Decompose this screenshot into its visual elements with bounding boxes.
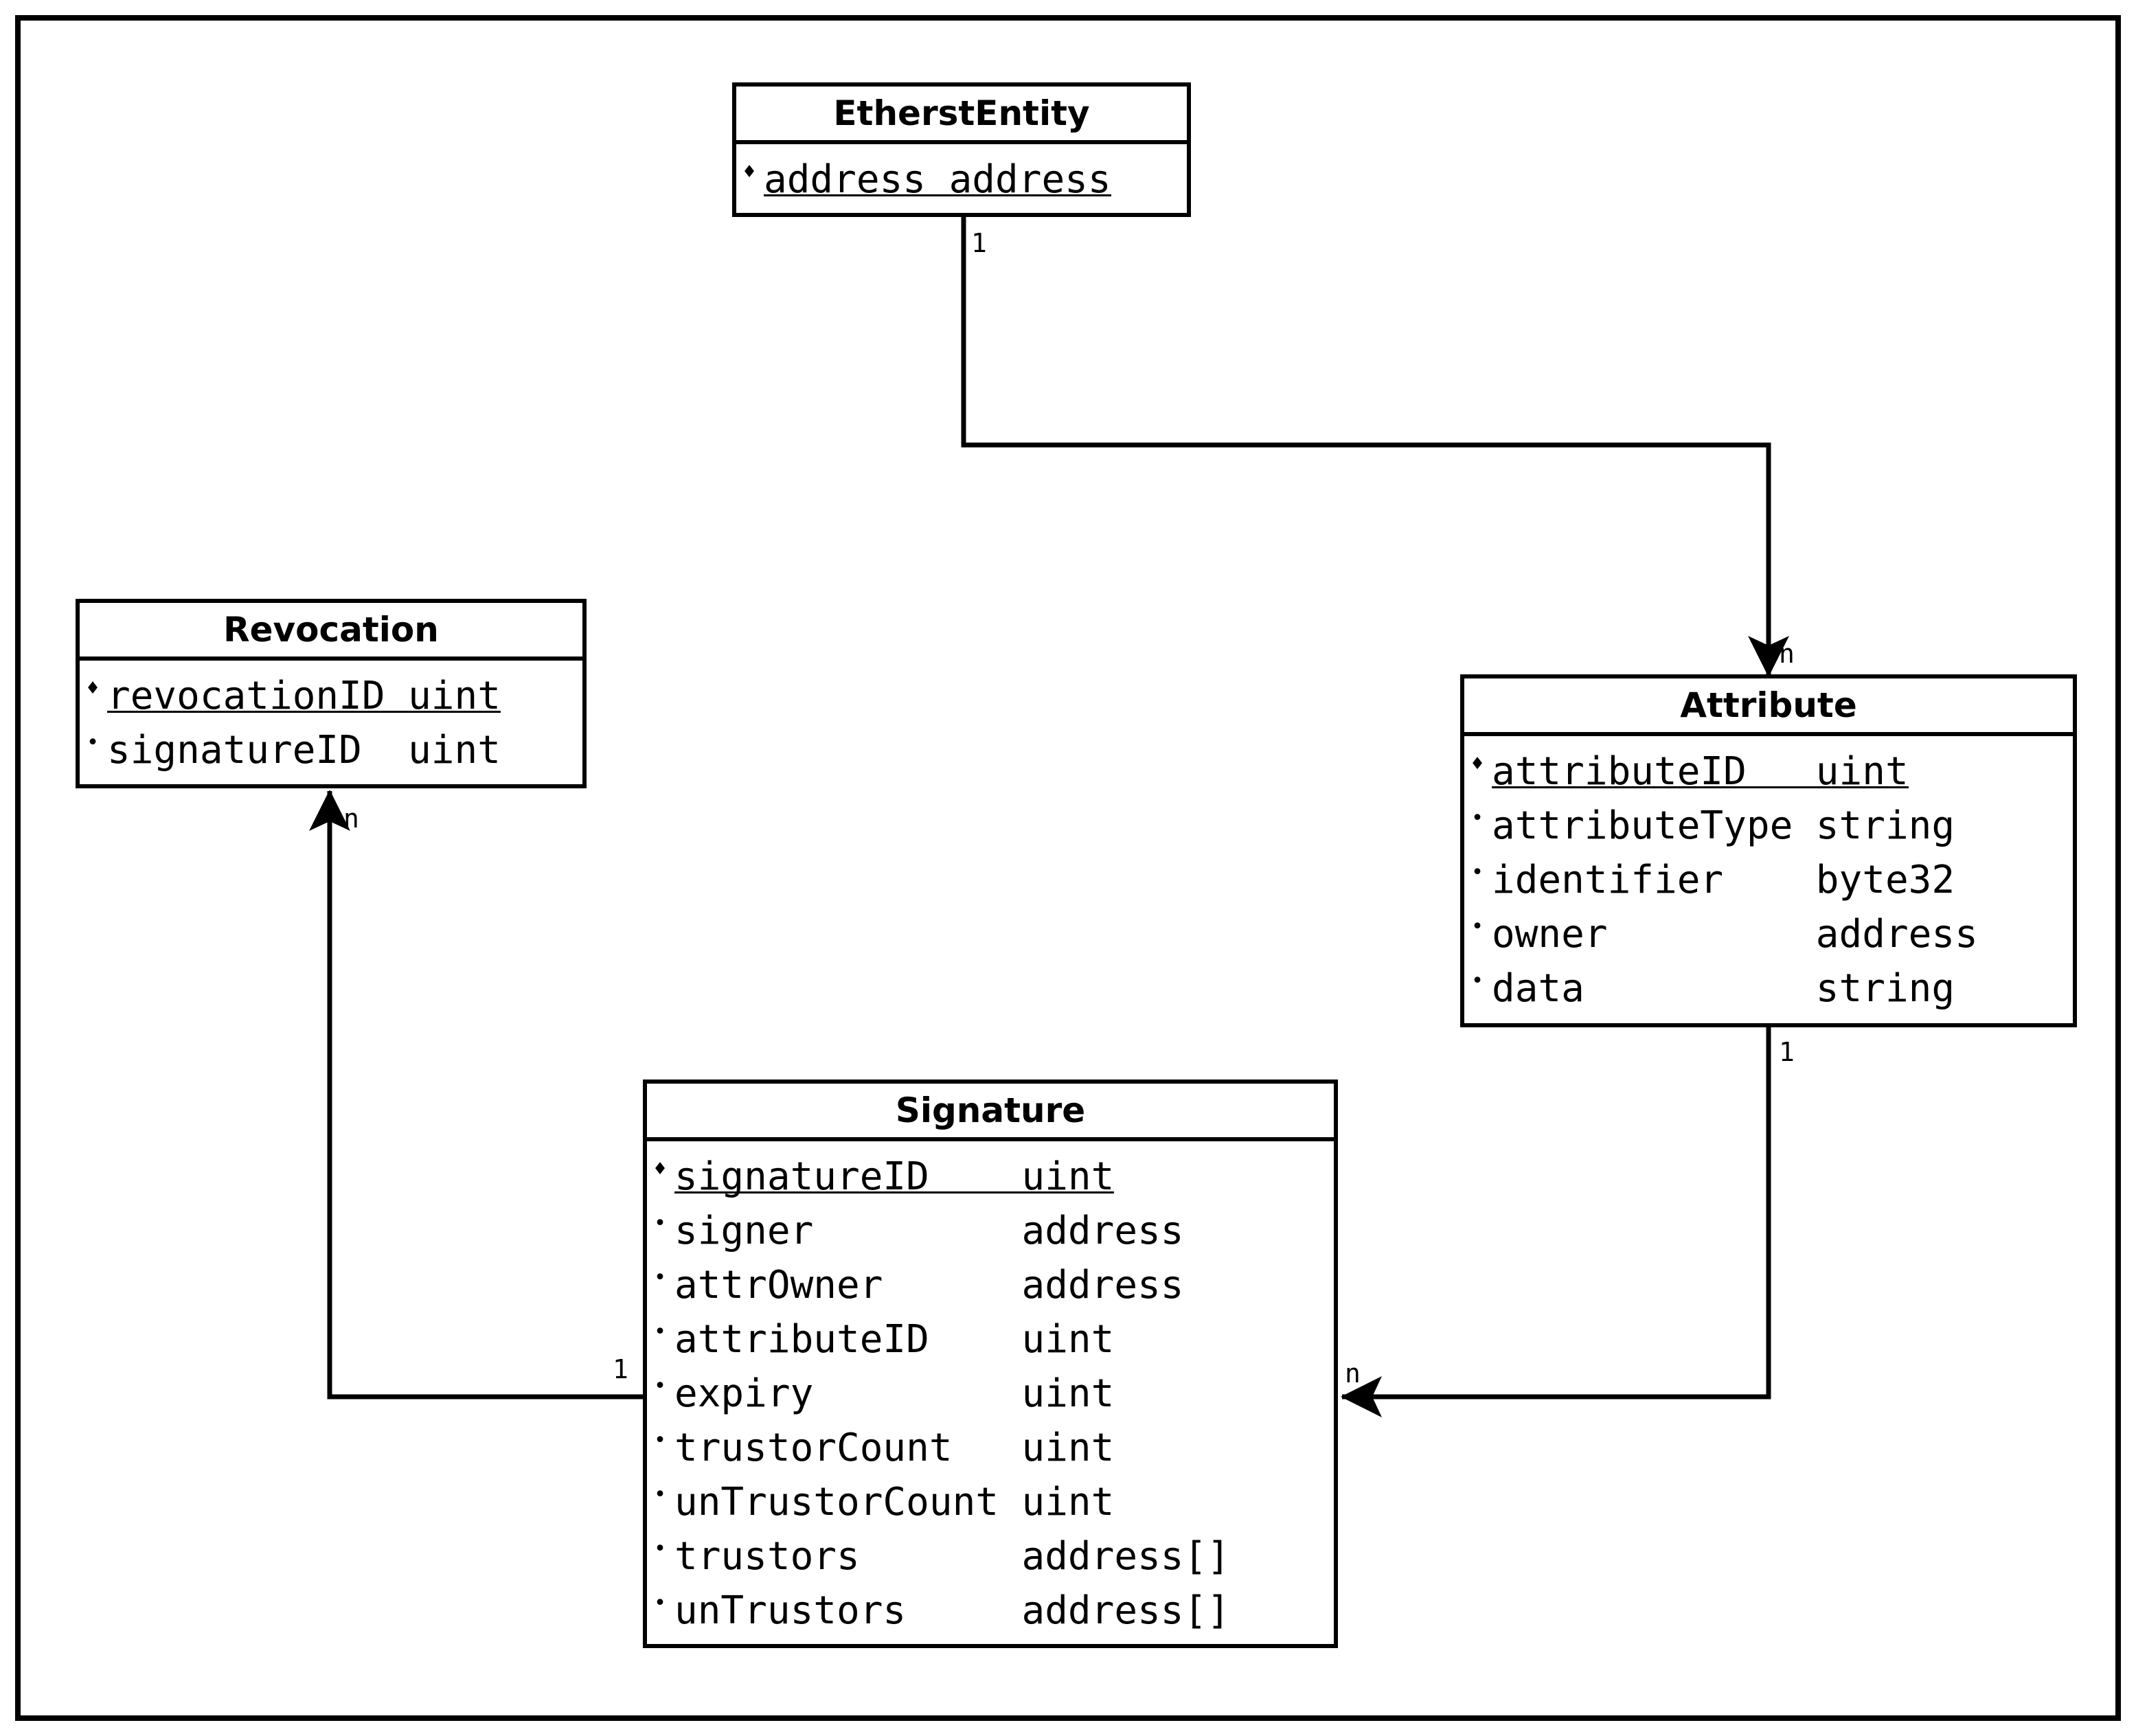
field-marker-icon: • (1471, 969, 1484, 993)
attribute-row: • expiry uint (647, 1367, 1334, 1421)
attribute-type: uint (1021, 1371, 1115, 1416)
attribute-row: • attributeID uint (647, 1312, 1334, 1367)
primary-key-underline (764, 194, 1111, 196)
key-marker-icon: ♦ (743, 160, 756, 184)
attribute-row: • attrOwner address (647, 1258, 1334, 1312)
attribute-type: address[] (1021, 1534, 1230, 1579)
connector-attribute-to-signature (1341, 1026, 1771, 1417)
field-marker-icon: • (654, 1374, 667, 1398)
field-marker-icon: • (87, 731, 100, 755)
attribute-type: string (1815, 803, 1955, 848)
field-marker-icon: • (1471, 915, 1484, 939)
connector-signature-to-revocation (309, 790, 644, 1400)
multiplicity-revocation-side: n (343, 803, 359, 834)
key-marker-icon: ♦ (1471, 752, 1484, 776)
entity-title: Signature (647, 1084, 1334, 1141)
attribute-row: • data string (1464, 961, 2073, 1016)
attribute-row: • trustorCount uint (647, 1421, 1334, 1475)
attribute-type: uint (1021, 1480, 1115, 1524)
field-marker-icon: • (654, 1320, 667, 1344)
field-marker-icon: • (654, 1483, 667, 1507)
entity-title: Attribute (1464, 678, 2073, 736)
attribute-type: byte32 (1815, 858, 1955, 902)
field-marker-icon: • (654, 1537, 667, 1561)
primary-key-underline (674, 1191, 1115, 1194)
attribute-name: trustorCount (674, 1426, 953, 1470)
attribute-row: • signer address (647, 1204, 1334, 1258)
multiplicity-attribute-side-top: n (1779, 639, 1795, 669)
attribute-name: owner (1492, 912, 1608, 957)
attribute-row: • unTrustorCount uint (647, 1475, 1334, 1529)
attribute-name: attrOwner (674, 1263, 883, 1307)
attribute-name: attributeID (674, 1317, 929, 1362)
attribute-type: address (1021, 1263, 1184, 1307)
attribute-name: unTrustorCount (674, 1480, 999, 1524)
attribute-type: address[] (1021, 1588, 1230, 1633)
attribute-name: unTrustors (674, 1588, 907, 1633)
attribute-type: address (1815, 912, 1978, 957)
primary-key-underline (107, 711, 501, 713)
attribute-row: • unTrustors address[] (647, 1584, 1334, 1638)
field-marker-icon: • (654, 1266, 667, 1290)
attribute-name: signatureID (107, 728, 362, 773)
attribute-name: attributeType (1492, 803, 1793, 848)
primary-key-underline (1492, 786, 1909, 788)
attribute-type: string (1815, 966, 1955, 1011)
attribute-name: data (1492, 966, 1584, 1011)
multiplicity-attribute-side-bottom: 1 (1779, 1037, 1795, 1067)
key-marker-icon: ♦ (654, 1157, 667, 1181)
entity-title: EtherstEntity (736, 87, 1187, 144)
attribute-row: • trustors address[] (647, 1529, 1334, 1584)
multiplicity-etherst-side: 1 (971, 228, 987, 258)
attribute-name: identifier (1492, 858, 1724, 902)
attribute-row: • attributeType string (1464, 799, 2073, 853)
attribute-name: signer (674, 1209, 814, 1253)
multiplicity-signature-side-left: 1 (613, 1354, 628, 1384)
attribute-row: • owner address (1464, 907, 2073, 961)
field-marker-icon: • (654, 1211, 667, 1235)
key-marker-icon: ♦ (87, 676, 100, 700)
attribute-row: • signatureID uint (80, 723, 582, 777)
attribute-type: uint (1021, 1426, 1115, 1470)
multiplicity-signature-side-right: n (1345, 1358, 1361, 1389)
attribute-row: • identifier byte32 (1464, 853, 2073, 907)
attribute-name: expiry (674, 1371, 814, 1416)
attribute-type: address (1021, 1209, 1184, 1253)
attribute-type: uint (1021, 1317, 1115, 1362)
entity-title: Revocation (80, 603, 582, 661)
connector-etherst-to-attribute (961, 214, 1789, 677)
attribute-type: uint (408, 728, 501, 773)
field-marker-icon: • (1471, 860, 1484, 884)
field-marker-icon: • (654, 1428, 667, 1452)
field-marker-icon: • (654, 1591, 667, 1615)
field-marker-icon: • (1471, 806, 1484, 830)
attribute-name: trustors (674, 1534, 860, 1579)
